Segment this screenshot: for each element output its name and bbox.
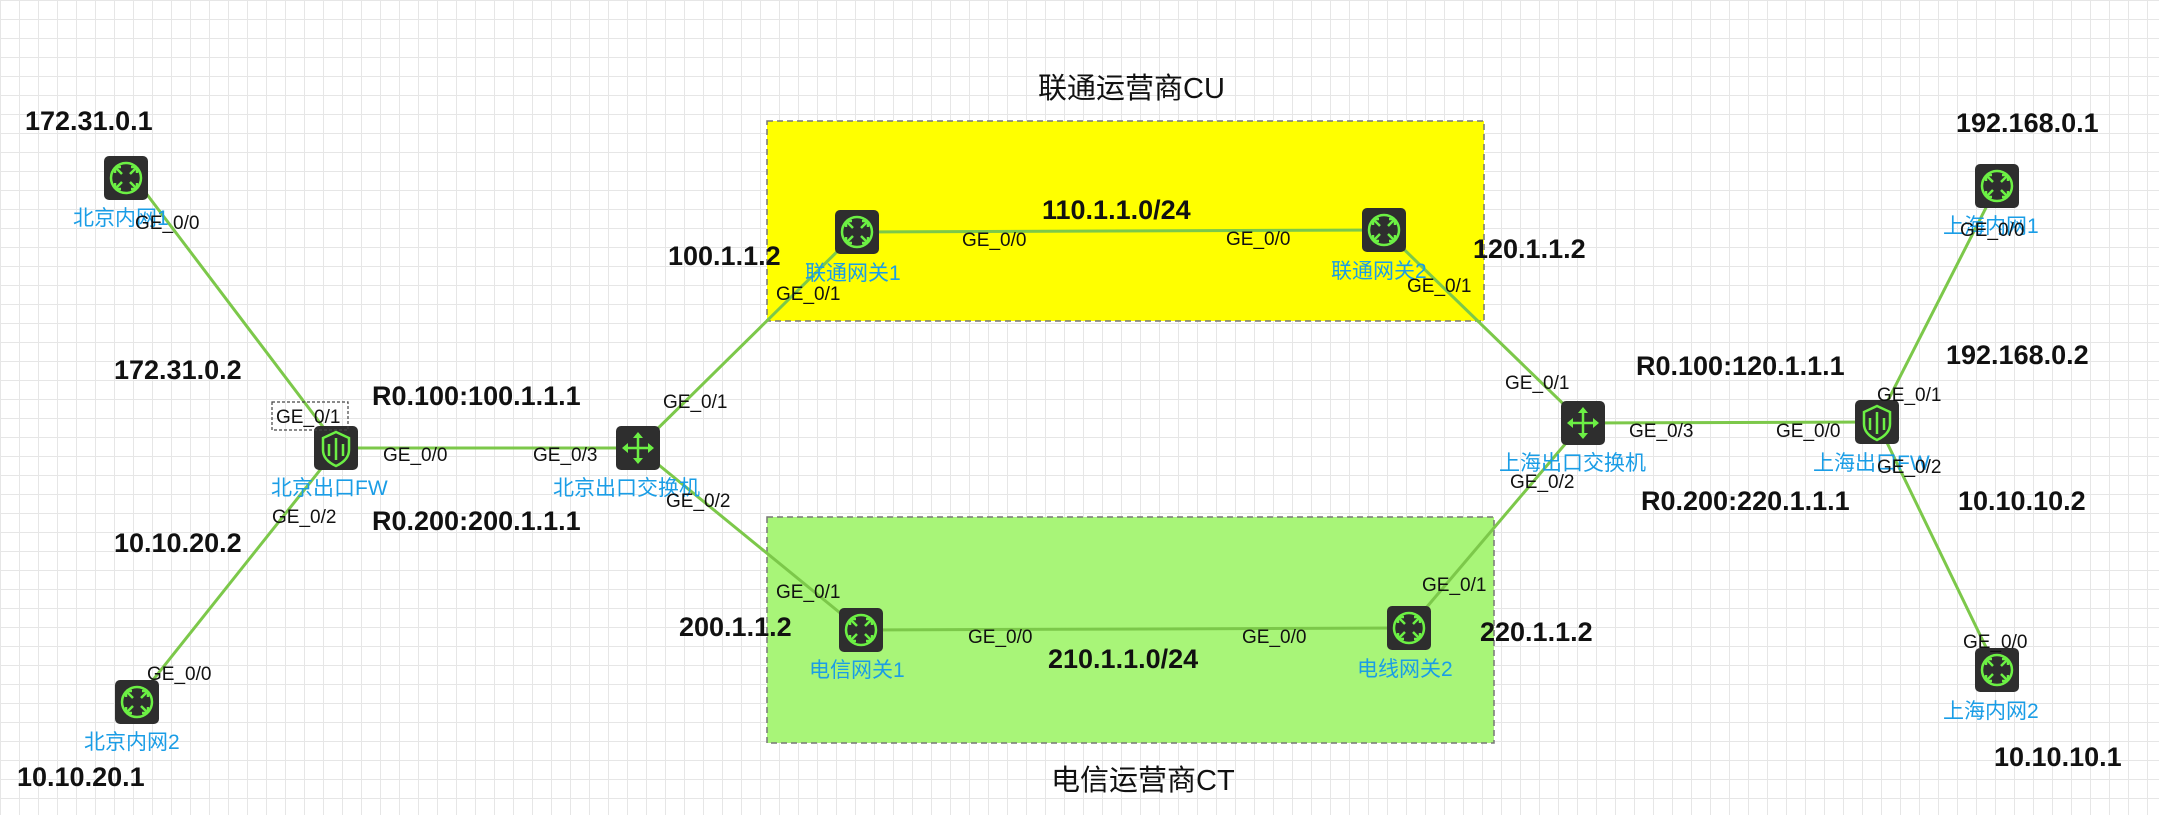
firewall-icon bbox=[312, 424, 360, 472]
sh-switch-name: 上海出口交换机 bbox=[1499, 452, 1646, 475]
port-selection-box bbox=[271, 401, 349, 431]
ip-label: 10.10.10.2 bbox=[1958, 486, 2086, 516]
ct-gw1-name: 电信网关1 bbox=[809, 659, 905, 682]
device-bj-fw[interactable] bbox=[312, 424, 360, 472]
bj-switch-name: 北京出口交换机 bbox=[553, 477, 700, 500]
ip-label: R0.100:120.1.1.1 bbox=[1636, 351, 1845, 381]
router-icon bbox=[1385, 604, 1433, 652]
port-label: GE_0/1 bbox=[276, 407, 340, 428]
ip-label: 172.31.0.1 bbox=[25, 106, 153, 136]
device-sh-fw[interactable] bbox=[1853, 398, 1901, 446]
ip-label: 220.1.1.2 bbox=[1480, 617, 1593, 647]
port-label: GE_0/0 bbox=[1963, 632, 2027, 653]
subnet-label: 110.1.1.0/24 bbox=[1042, 195, 1191, 225]
port-label: GE_0/3 bbox=[1629, 421, 1693, 442]
port-label: GE_0/0 bbox=[147, 664, 211, 685]
port-label: GE_0/1 bbox=[776, 582, 840, 603]
device-bj-inner2[interactable] bbox=[113, 678, 161, 726]
port-label: GE_0/2 bbox=[1510, 472, 1574, 493]
cu-gw1-name: 联通网关1 bbox=[805, 262, 901, 285]
link-cu1-cu2 bbox=[856, 228, 1385, 234]
ct-gw2-name: 电线网关2 bbox=[1357, 658, 1453, 681]
router-icon bbox=[102, 154, 150, 202]
port-label: GE_0/0 bbox=[968, 627, 1032, 648]
link-bj-inner1-fw bbox=[134, 179, 338, 445]
subnet-label: 210.1.1.0/24 bbox=[1048, 644, 1198, 674]
device-cu-gw1[interactable] bbox=[833, 208, 881, 256]
switch-icon bbox=[614, 424, 662, 472]
ct-isp-title: 电信运营商CT bbox=[1051, 764, 1235, 797]
ip-label: R0.100:100.1.1.1 bbox=[372, 381, 581, 411]
port-label: GE_0/1 bbox=[663, 392, 727, 413]
port-label: GE_0/1 bbox=[1877, 385, 1941, 406]
ip-label: 10.10.20.1 bbox=[17, 762, 145, 792]
port-label: GE_0/0 bbox=[1242, 627, 1306, 648]
device-sh-switch[interactable] bbox=[1559, 399, 1607, 447]
ip-label: 120.1.1.2 bbox=[1473, 234, 1586, 264]
device-bj-inner1[interactable] bbox=[102, 154, 150, 202]
router-icon bbox=[833, 208, 881, 256]
links bbox=[134, 179, 1999, 701]
port-label: GE_0/0 bbox=[1776, 421, 1840, 442]
port-label: GE_0/1 bbox=[1407, 276, 1471, 297]
port-label: GE_0/1 bbox=[776, 284, 840, 305]
router-icon bbox=[1973, 646, 2021, 694]
port-label: GE_0/0 bbox=[1226, 229, 1290, 250]
router-icon bbox=[837, 606, 885, 654]
ip-label: 200.1.1.2 bbox=[679, 612, 792, 642]
cu-isp-title: 联通运营商CU bbox=[1038, 72, 1225, 105]
ip-label: 100.1.1.2 bbox=[668, 241, 781, 271]
port-label: GE_0/0 bbox=[1960, 220, 2024, 241]
port-label: GE_0/0 bbox=[962, 230, 1026, 251]
port-label: GE_0/1 bbox=[1505, 373, 1569, 394]
ip-label: 10.10.10.1 bbox=[1994, 742, 2122, 772]
sh-fw-name: 上海出口FW bbox=[1813, 452, 1930, 475]
ip-label: R0.200:200.1.1.1 bbox=[372, 506, 581, 536]
sh-inner1-name: 上海内网1 bbox=[1943, 215, 2039, 238]
device-sh-inner1[interactable] bbox=[1973, 162, 2021, 210]
ip-label: R0.200:220.1.1.1 bbox=[1641, 486, 1850, 516]
port-label: GE_0/2 bbox=[272, 507, 336, 528]
ip-label: 192.168.0.2 bbox=[1946, 340, 2089, 370]
link-bj-inner2-fw bbox=[135, 449, 338, 701]
link-ct1-ct2 bbox=[860, 626, 1410, 632]
ip-label: 192.168.0.1 bbox=[1956, 108, 2099, 138]
device-sh-inner2[interactable] bbox=[1973, 646, 2021, 694]
link-cu2-sh-switch bbox=[1382, 228, 1585, 425]
router-icon bbox=[113, 678, 161, 726]
link-bj-switch-ct1 bbox=[637, 446, 862, 632]
bj-inner2-name: 北京内网2 bbox=[84, 731, 180, 754]
link-sh-fw-inner1 bbox=[1875, 185, 1999, 423]
ip-label: 172.31.0.2 bbox=[114, 355, 242, 385]
router-icon bbox=[1360, 206, 1408, 254]
switch-icon bbox=[1559, 399, 1607, 447]
device-cu-gw2[interactable] bbox=[1360, 206, 1408, 254]
port-label: GE_0/0 bbox=[135, 213, 199, 234]
link-sh-switch-fw bbox=[1582, 420, 1878, 425]
port-label: GE_0/2 bbox=[666, 491, 730, 512]
link-sh-fw-inner2 bbox=[1875, 421, 1999, 671]
device-ct-gw2[interactable] bbox=[1385, 604, 1433, 652]
sh-inner2-name: 上海内网2 bbox=[1943, 700, 2039, 723]
bj-fw-name: 北京出口FW bbox=[271, 477, 388, 500]
device-ct-gw1[interactable] bbox=[837, 606, 885, 654]
cu-gw2-name: 联通网关2 bbox=[1331, 260, 1427, 283]
port-label: GE_0/1 bbox=[1422, 575, 1486, 596]
link-ct2-sh-switch bbox=[1407, 422, 1585, 629]
port-label: GE_0/0 bbox=[383, 445, 447, 466]
port-label: GE_0/2 bbox=[1877, 457, 1941, 478]
port-label: GE_0/3 bbox=[533, 445, 597, 466]
bj-inner1-name: 北京内网1 bbox=[73, 207, 169, 230]
ip-label: 10.10.20.2 bbox=[114, 528, 242, 558]
device-bj-switch[interactable] bbox=[614, 424, 662, 472]
firewall-icon bbox=[1853, 398, 1901, 446]
link-bj-switch-cu1 bbox=[636, 230, 859, 450]
router-icon bbox=[1973, 162, 2021, 210]
